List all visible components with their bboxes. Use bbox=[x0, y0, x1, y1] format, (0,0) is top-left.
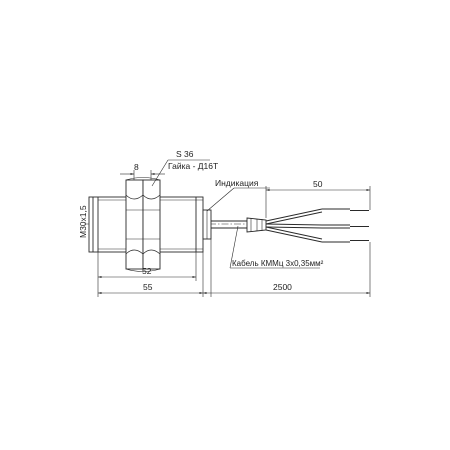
thread-dimension: M30х1,5 bbox=[78, 205, 88, 238]
indicator-leader: Индикация bbox=[206, 178, 270, 212]
cable-label: Кабель КММц 3х0,35мм² bbox=[232, 259, 324, 268]
dim-body-length-label: 55 bbox=[143, 282, 153, 292]
hex-nuts bbox=[125, 177, 161, 272]
cable-leader: Кабель КММц 3х0,35мм² bbox=[229, 225, 324, 269]
nut-material-label: Гайка - Д16Т bbox=[168, 161, 218, 171]
thread-label: M30х1,5 bbox=[78, 205, 88, 238]
extension-lines bbox=[97, 186, 371, 297]
dim-nut-width-label: 8 bbox=[134, 162, 139, 172]
dim-wire-strip: 50 bbox=[266, 179, 370, 192]
indicator-window bbox=[202, 209, 212, 240]
dim-nut-width: 8 bbox=[120, 162, 165, 180]
wires bbox=[265, 208, 369, 243]
dim-thread-length: 52 bbox=[98, 252, 197, 281]
dim-thread-length-label: 52 bbox=[142, 266, 152, 276]
nut-leader: S 36 Гайка - Д16Т bbox=[151, 149, 218, 187]
indicator-label: Индикация bbox=[215, 178, 259, 188]
dim-cable-length-label: 2500 bbox=[273, 282, 292, 292]
dim-wire-strip-label: 50 bbox=[313, 179, 323, 189]
dim-body-length: 55 bbox=[98, 282, 203, 295]
cable bbox=[211, 217, 267, 233]
dim-cable-length: 2500 bbox=[203, 282, 370, 295]
nut-size-label: S 36 bbox=[176, 149, 194, 159]
